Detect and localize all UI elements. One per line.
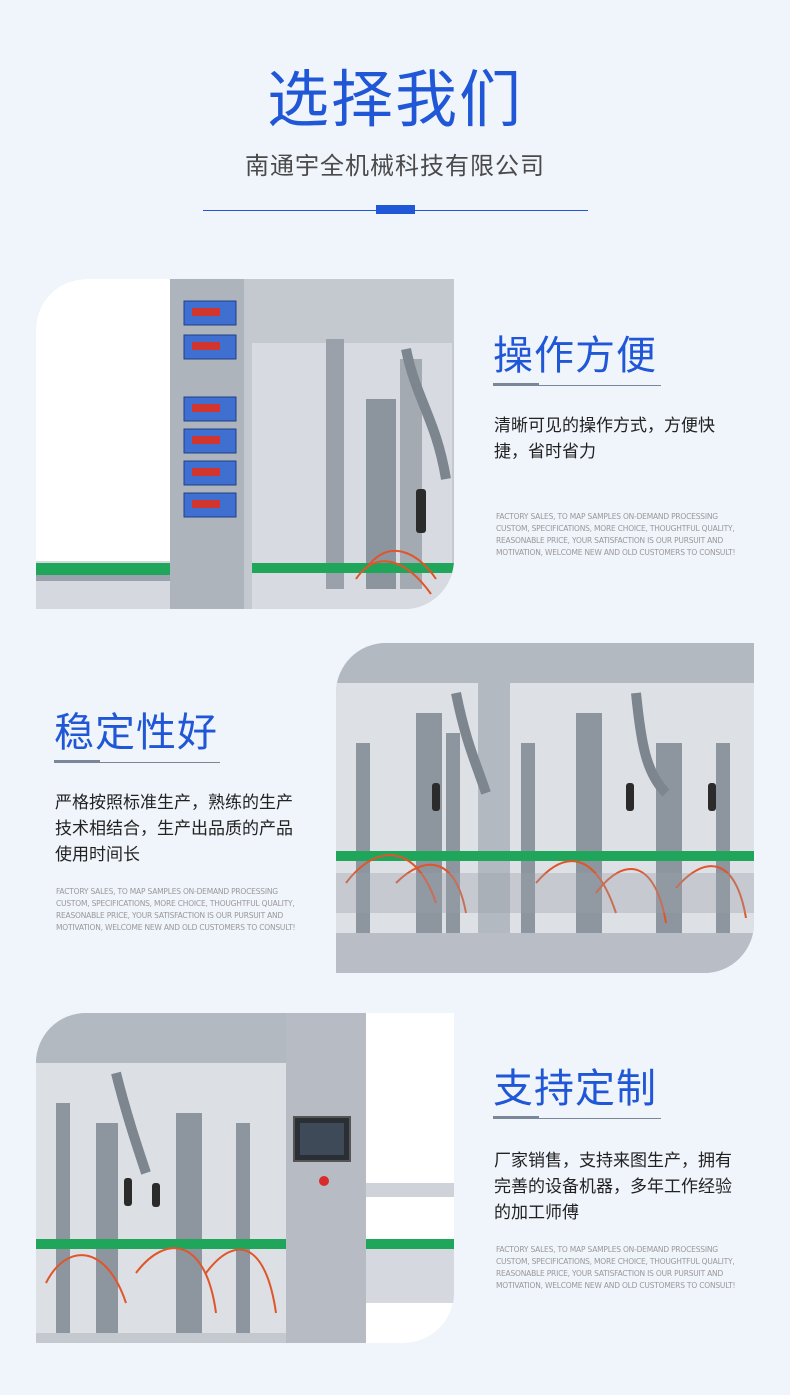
title-divider-accent <box>376 205 415 214</box>
feature-divider-accent <box>493 1116 539 1119</box>
feature-divider <box>54 762 220 763</box>
machine-photo-touchscreen <box>36 1013 454 1343</box>
company-name: 南通宇全机械科技有限公司 <box>245 152 545 180</box>
feature-english-text: FACTORY SALES, TO MAP SAMPLES ON-DEMAND … <box>496 512 736 557</box>
machine-photo-control-panel <box>36 279 454 609</box>
feature-title: 支持定制 <box>493 1066 657 1112</box>
feature-description: 厂家销售，支持来图生产，拥有完善的设备机器，多年工作经验的加工师傅 <box>494 1151 732 1223</box>
feature-divider-accent <box>54 760 100 763</box>
feature-description: 清晰可见的操作方式，方便快捷，省时省力 <box>494 416 715 462</box>
page-title: 选择我们 <box>266 63 523 136</box>
feature-title: 稳定性好 <box>54 710 218 756</box>
feature-english-text: FACTORY SALES, TO MAP SAMPLES ON-DEMAND … <box>496 1245 736 1290</box>
feature-divider-accent <box>493 383 539 386</box>
machine-photo-filling-heads <box>336 643 754 973</box>
feature-description: 严格按照标准生产，熟练的生产技术相结合，生产出品质的产品使用时间长 <box>55 793 293 865</box>
feature-title: 操作方便 <box>493 333 657 379</box>
feature-divider <box>493 1118 661 1119</box>
feature-divider <box>493 385 661 386</box>
feature-english-text: FACTORY SALES, TO MAP SAMPLES ON-DEMAND … <box>56 887 296 932</box>
